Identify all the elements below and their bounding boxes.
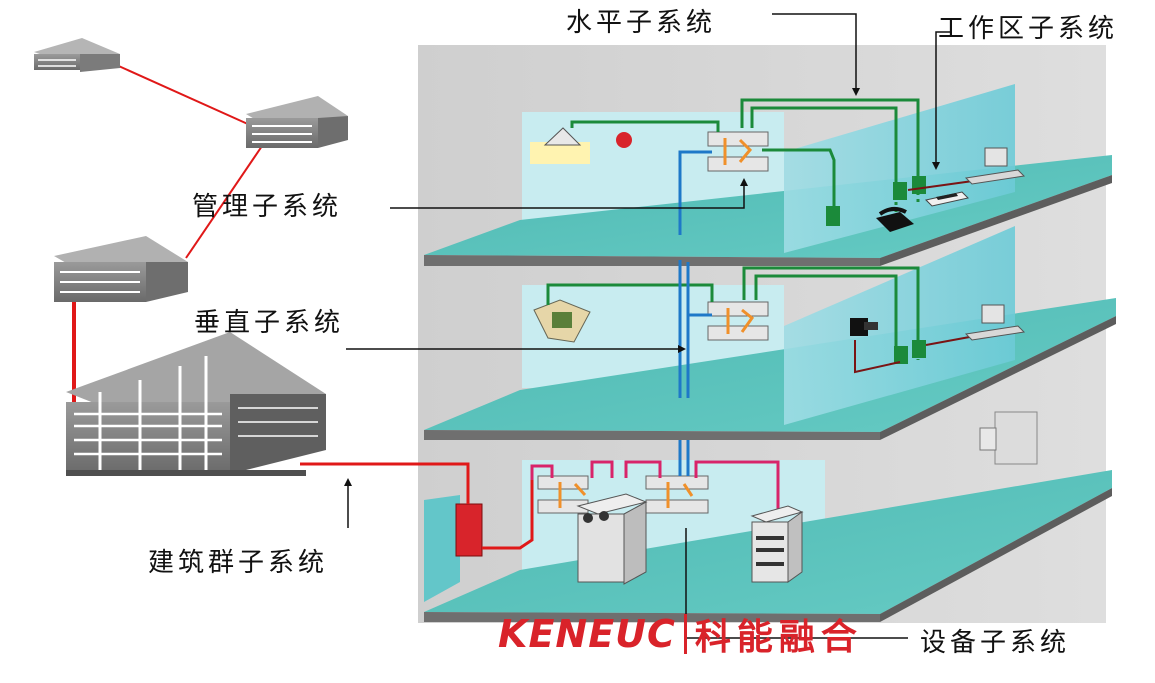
callout-horizontal — [772, 13, 857, 92]
wall-outlet — [912, 176, 926, 194]
ground-left-wall — [424, 495, 460, 602]
brand-divider — [683, 614, 687, 654]
campus-group — [34, 38, 470, 504]
floor-top-edge — [424, 255, 880, 266]
building-icon — [54, 236, 188, 302]
pbx-switch-icon — [576, 493, 648, 585]
floor-ground — [424, 460, 1112, 622]
wall-outlet — [893, 182, 907, 200]
floor-middle — [424, 226, 1116, 465]
label-equipment-subsystem: 设备子系统 — [920, 628, 1071, 658]
callouts — [344, 13, 950, 639]
building-icon — [246, 96, 348, 148]
partition-middle — [784, 226, 1015, 425]
patch-cord — [723, 138, 753, 165]
patch-panel — [707, 301, 769, 317]
floor-top-edge-side — [880, 175, 1112, 266]
light-panel — [530, 142, 590, 164]
campus-link — [111, 62, 251, 126]
building-icon — [34, 38, 120, 72]
green-cable — [740, 98, 920, 185]
backbone-cable — [678, 260, 712, 398]
green-cable — [742, 266, 920, 345]
security-camera-icon — [850, 318, 878, 336]
patch-panel — [707, 325, 769, 341]
patch-panel — [645, 475, 709, 490]
brand-logo: KENEUC 科能融合 — [498, 606, 863, 662]
computer-icon — [964, 147, 1026, 185]
partition-top — [784, 84, 1015, 253]
entrance-panel — [455, 503, 483, 557]
pink-cable — [624, 460, 662, 478]
label-campus-subsystem: 建筑群子系统 — [148, 548, 329, 578]
green-cable-dashed — [894, 185, 920, 215]
green-cable — [762, 148, 836, 210]
campus-link — [185, 145, 263, 259]
floor-middle-edge-side — [880, 316, 1116, 440]
patch-panel — [707, 156, 769, 172]
green-cable — [570, 120, 720, 132]
telephone-icon — [876, 207, 914, 232]
wall-outlet — [826, 206, 840, 226]
label-management-subsystem: 管理子系统 — [192, 192, 343, 222]
alarm-bell-icon — [616, 132, 632, 148]
patch-panel — [537, 475, 589, 490]
lamp-icon — [543, 127, 582, 146]
pink-cable — [694, 460, 780, 512]
outdoor-cabinet-icon — [979, 411, 1038, 465]
green-cable — [754, 274, 898, 350]
brown-cable — [854, 335, 976, 374]
pink-cable — [530, 464, 554, 480]
floor-top — [424, 84, 1112, 266]
main-building-icon — [66, 332, 326, 478]
patch-cord — [558, 482, 694, 508]
green-cable — [750, 106, 898, 195]
pink-cable — [590, 460, 614, 478]
patch-panel — [645, 499, 709, 514]
callout-work-area — [935, 31, 950, 166]
wall-outlet — [912, 340, 926, 358]
label-vertical-subsystem: 垂直子系统 — [194, 308, 345, 338]
server-rack-icon — [750, 505, 804, 583]
callout-management — [390, 182, 745, 209]
fax-icon — [925, 191, 969, 207]
building-section — [418, 45, 1116, 623]
label-horizontal-subsystem: 水平子系统 — [566, 8, 717, 38]
brand-chinese: 科能融合 — [694, 617, 863, 658]
computer-icon — [964, 304, 1026, 341]
camera-icon — [533, 299, 591, 343]
wall-outlet — [894, 346, 908, 364]
brand-latin: KENEUC — [498, 612, 676, 656]
label-work-area-subsystem: 工作区子系统 — [938, 14, 1119, 44]
patch-panel — [707, 131, 769, 147]
backbone-cable — [678, 440, 690, 476]
floor-middle-edge — [424, 430, 880, 440]
patch-cord — [726, 308, 755, 334]
campus-link — [300, 462, 470, 504]
floor-ground-edge — [424, 612, 880, 622]
green-cable — [546, 283, 714, 305]
floor-ground-edge-side — [880, 488, 1112, 622]
red-cable — [482, 480, 534, 550]
